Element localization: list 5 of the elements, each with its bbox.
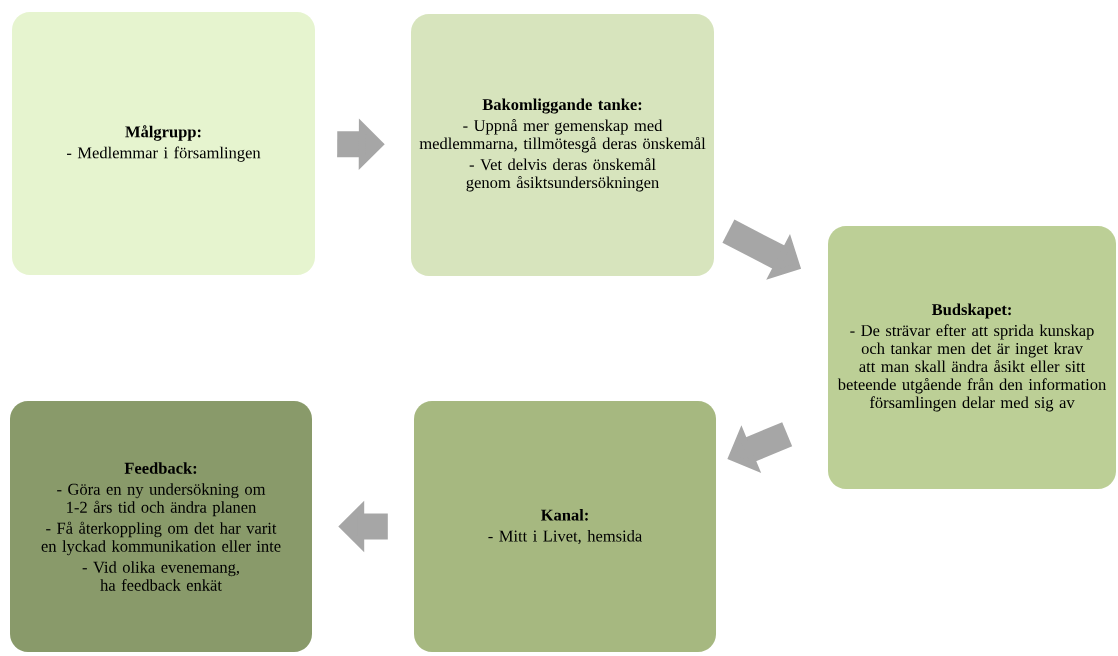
process-box: Budskapet: - De strävar efter att sprida kunskap och tankar men det är inget krav att man skall ändra åsikt eller sitt beteende utgående från den information församlingen delar med sig av [828,226,1116,489]
process-box: Kanal: - Mitt i Livet, hemsida [414,401,716,652]
process-box: Bakomliggande tanke: - Uppnå mer gemenskap med medlemmarna, tillmötesgå deras önskemål - Vet delvis deras önskemål genom åsiktsundersökningen [411,14,714,276]
process-box: Feedback: - Göra en ny undersökning om 1-2 års tid och ändra planen - Få återkoppling om det har varit en lyckad kommunikation eller inte - Vid olika evenemang, ha feedback enkät [10,401,312,652]
process-box: Målgrupp: - Medlemmar i församlingen [12,12,315,275]
